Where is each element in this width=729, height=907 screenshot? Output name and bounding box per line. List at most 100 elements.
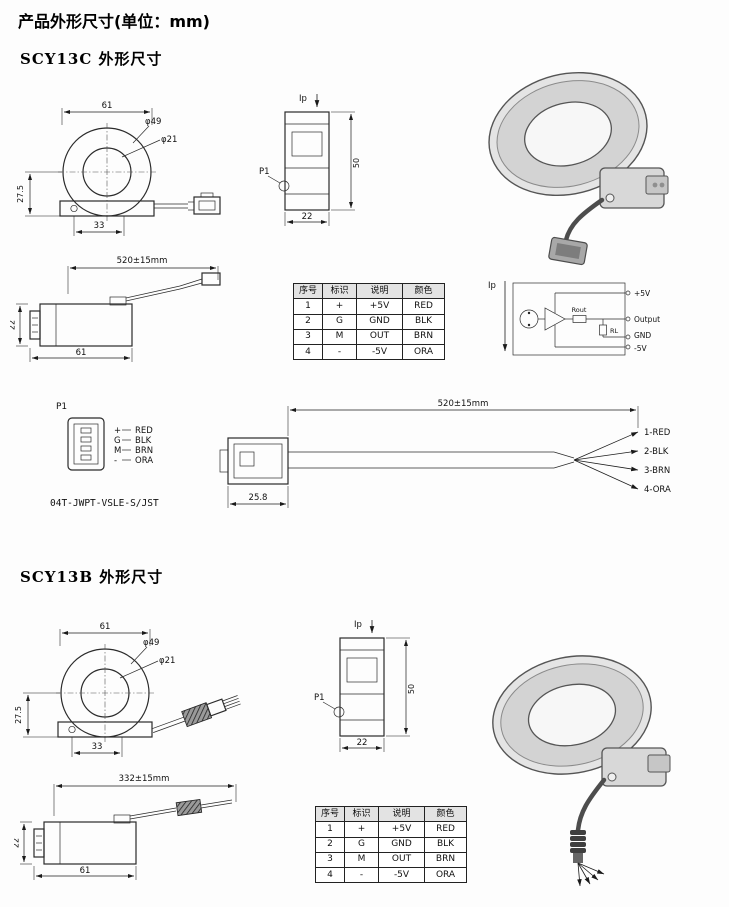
cell: OUT (378, 851, 426, 869)
cell: BRN (402, 328, 446, 346)
pin-color: RED (135, 426, 153, 436)
side-body (333, 637, 385, 737)
cell: 4 (292, 343, 324, 361)
cable-length-label: 520±15mm (117, 256, 168, 266)
vcc-label: +5V (634, 289, 651, 298)
body-width-label: 61 (76, 348, 87, 358)
sensor-outline (58, 123, 156, 221)
body-thickness-label: 22 (10, 320, 17, 330)
gnd-label: GND (634, 331, 651, 340)
p1-callout: P1 (259, 167, 281, 184)
scy13b-side-view-drawing: Ip P1 50 22 (314, 620, 416, 752)
cell: 3 (314, 851, 346, 869)
terminals: +5V Output GND -5V (625, 289, 660, 353)
dim-bottom-width: 22 (339, 738, 385, 752)
scy13c-cable-view-drawing: 520±15mm 61 (10, 256, 221, 362)
scy13c-front-view-drawing: 61 φ49 φ21 27.5 33 (16, 101, 221, 236)
cell: BLK (402, 313, 446, 330)
cell: G (322, 313, 358, 330)
scy13c-pin-table: 序号 标识 说明 颜色 1 + +5V RED 2 G GND BLK 3 M (292, 282, 446, 361)
rl-resistor: RL (599, 319, 625, 338)
cell: + (322, 298, 358, 315)
body-profile (29, 296, 133, 347)
col-color: 颜色 (424, 805, 468, 823)
p1-callout: P1 (314, 693, 336, 710)
dia-leaders: φ49 φ21 (119, 638, 175, 679)
cell: BRN (424, 851, 468, 869)
opamp (544, 292, 625, 348)
pin-color: ORA (135, 456, 153, 466)
main-connector (219, 437, 289, 485)
pin-color: BRN (135, 446, 153, 456)
cell: RED (424, 821, 468, 838)
pin-mark: + (114, 426, 121, 436)
cell: GND (378, 836, 426, 853)
table-row: 3 M OUT BRN (292, 328, 446, 346)
inner-dia-label: φ21 (161, 135, 177, 145)
table-row: 4 - -5V ORA (292, 343, 446, 361)
assembly-length-label: 520±15mm (438, 399, 489, 409)
ip-input: Ip (488, 281, 508, 352)
dim-left-height: 27.5 (14, 692, 60, 738)
table-row: 2 G GND BLK (314, 836, 468, 853)
pin-mark: G (114, 436, 121, 446)
body-thickness-label: 22 (14, 838, 21, 848)
ip-label: Ip (299, 94, 307, 104)
side-height-label: 50 (407, 684, 416, 694)
section-title-scy13b: SCY13B 外形尺寸 (20, 568, 164, 586)
scy13b-pin-table: 序号 标识 说明 颜色 1 + +5V RED 2 G GND BLK 3 M (314, 805, 468, 884)
front-height-label: 27.5 (16, 185, 25, 203)
ip-arrow: Ip (299, 94, 320, 108)
cable-connector (548, 236, 588, 266)
page-title: 产品外形尺寸(单位：mm) (18, 12, 210, 31)
front-height-label: 27.5 (14, 706, 23, 724)
cell: G (344, 836, 380, 853)
sensor-body (599, 167, 669, 209)
output-label: Output (634, 315, 660, 324)
table-row: 1 + +5V RED (314, 821, 468, 838)
cell: ORA (402, 343, 446, 361)
col-desc: 说明 (356, 282, 404, 300)
inner-dia-label: φ21 (159, 656, 175, 666)
dim-body-width: 61 (33, 866, 137, 880)
pin-list: + RED G BLK M BRN - ORA (114, 426, 153, 466)
front-base-label: 33 (94, 221, 105, 231)
rout-resistor: Rout (565, 306, 625, 323)
pin-color: BLK (135, 436, 152, 446)
vee-label: -5V (634, 344, 647, 353)
dim-body-width: 61 (29, 348, 133, 362)
outer-dia-label: φ49 (143, 638, 159, 648)
sensor-body (601, 747, 671, 787)
table-header-row: 序号 标识 说明 颜色 (314, 805, 468, 823)
dim-right-height: 50 (386, 637, 416, 737)
cell: GND (356, 313, 404, 330)
side-height-label: 50 (352, 158, 361, 168)
ip-arrow: Ip (354, 620, 375, 634)
body-profile (33, 814, 137, 865)
ip-label: Ip (354, 620, 362, 630)
wire-label: 3-BRN (644, 466, 670, 476)
col-index: 序号 (314, 805, 346, 823)
cable (575, 777, 607, 833)
front-width-label: 61 (102, 101, 113, 111)
cell: 1 (292, 298, 324, 315)
side-width-label: 22 (357, 738, 368, 748)
side-width-label: 22 (302, 212, 313, 222)
scy13c-circuit-diagram: Ip Rout RL (488, 281, 660, 356)
scy13b-cable-view-drawing: 332±15mm 61 (14, 774, 237, 880)
dim-bottom-base: 33 (71, 737, 123, 757)
cable-to-plug (125, 272, 221, 302)
dim-cable-length: 520±15mm (67, 256, 219, 294)
cell: -5V (356, 343, 404, 361)
cell: M (322, 328, 358, 346)
dim-top-width: 61 (61, 101, 153, 125)
ring (488, 71, 648, 197)
body-width-label: 61 (80, 866, 91, 876)
dim-connector-width: 25.8 (227, 486, 289, 508)
col-mark: 标识 (322, 282, 358, 300)
strain-relief-boot (570, 830, 586, 863)
sensor-outline (56, 644, 154, 742)
cell: +5V (356, 298, 404, 315)
ring (492, 655, 652, 775)
